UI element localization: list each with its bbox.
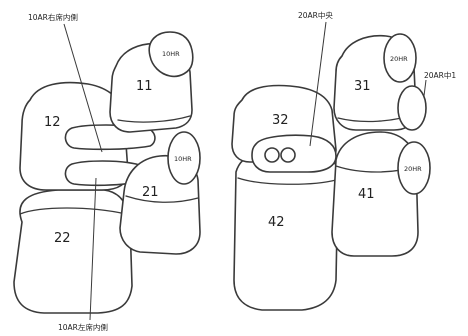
- headrest-label-10hr-side: 10HR: [174, 155, 192, 163]
- headrest-10hr-top-shape: [148, 31, 194, 78]
- leader-20ar-center: [309, 21, 327, 147]
- headrest-label-20hr-side: 20HR: [404, 165, 422, 173]
- seat-42-shape: [233, 151, 339, 311]
- seat-22-shape: [13, 189, 133, 314]
- seat-label-41: 41: [358, 187, 375, 202]
- leader-20ar-middle: [423, 79, 427, 97]
- seat-label-21: 21: [142, 185, 159, 200]
- headrest-20hr-top-shape: [383, 33, 417, 83]
- seat-label-11: 11: [136, 79, 153, 94]
- callout-20ar-center: 20AR中央: [298, 10, 333, 20]
- cup-holder-1: [264, 147, 280, 163]
- center-console: [251, 134, 337, 173]
- headrest-label-10hr-top: 10HR: [162, 50, 180, 58]
- callout-20ar-middle: 20AR中1: [424, 70, 456, 80]
- headrest-20hr-middle-shape: [397, 85, 427, 131]
- seat-label-32: 32: [272, 113, 289, 128]
- headrest-10hr-side-shape: [167, 131, 201, 185]
- leader-10ar-left: [89, 177, 97, 321]
- seat-label-31: 31: [354, 79, 371, 94]
- seat-label-22: 22: [54, 231, 71, 246]
- leader-10ar-right: [63, 23, 103, 153]
- seat-label-12: 12: [44, 115, 61, 130]
- headrest-20hr-side-shape: [397, 141, 431, 195]
- headrest-label-20hr-top: 20HR: [390, 55, 408, 63]
- seat-label-42: 42: [268, 215, 285, 230]
- cup-holder-2: [280, 147, 296, 163]
- callout-10ar-left-inner: 10AR左席内側: [58, 322, 108, 332]
- callout-10ar-right-inner: 10AR右席内側: [28, 12, 78, 22]
